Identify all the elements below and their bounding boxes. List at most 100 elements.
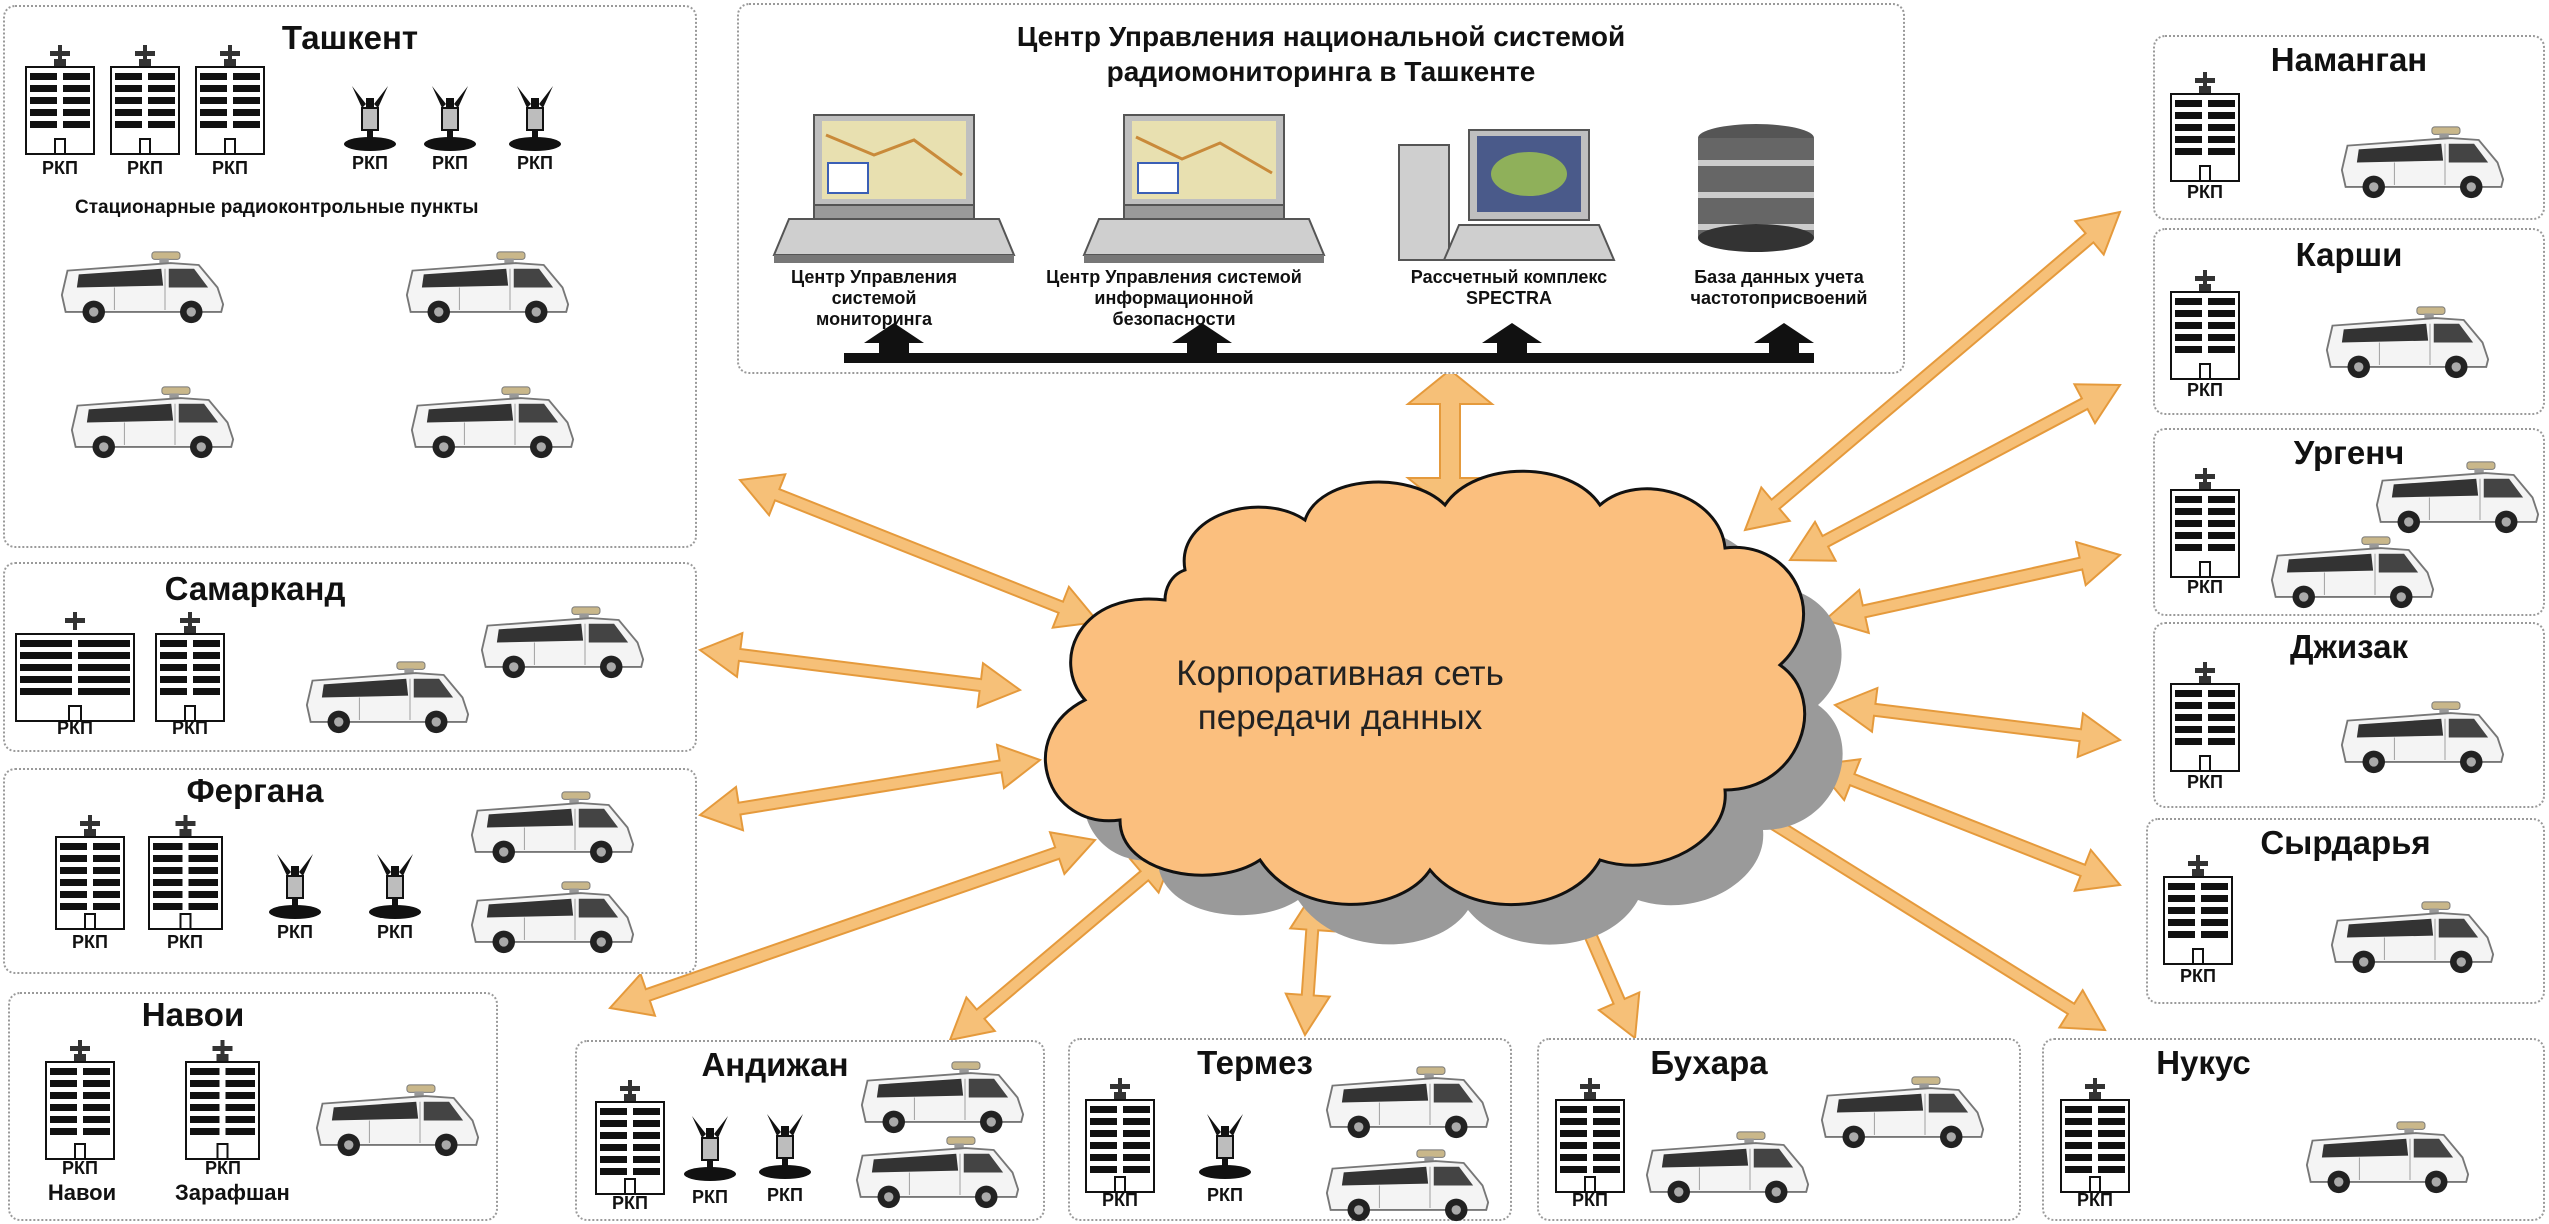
- mobile-van-icon: [400, 250, 575, 325]
- mobile-van-icon: [465, 880, 640, 955]
- mobile-van-icon: [405, 385, 580, 460]
- rkp-label: РКП: [212, 158, 248, 178]
- control-center-title: Центр Управления национальной системой р…: [1016, 21, 1626, 87]
- arrow-karshi-link: [1788, 383, 2122, 562]
- antenna-icon: [340, 82, 400, 152]
- mobile-van-icon: [55, 250, 230, 325]
- antenna-icon: [755, 1110, 815, 1180]
- rkp-label: РКП: [62, 1158, 98, 1178]
- rkp-label: РКП: [377, 922, 413, 942]
- rkp-label: РКП: [2187, 380, 2223, 400]
- rkp-label: РКП: [1102, 1190, 1138, 1210]
- monitoring-center-label: Центр Управления системой мониторинга: [791, 267, 957, 329]
- region-title: Ташкент: [281, 19, 419, 56]
- rkp-label: РКП: [2187, 772, 2223, 792]
- region-title: Сырдарья: [2260, 824, 2431, 861]
- cloud-shape: [1044, 469, 1807, 906]
- data-bus-line: [844, 353, 1814, 363]
- building-icon: [2170, 72, 2240, 182]
- mobile-van-icon: [2325, 900, 2500, 975]
- region-title: Самарканд: [164, 570, 346, 607]
- mobile-van-icon: [2320, 305, 2495, 380]
- mobile-van-icon: [1815, 1075, 1990, 1150]
- database-label: База данных учета частотоприсвоений: [1690, 267, 1868, 308]
- rkp-label: РКП: [42, 158, 78, 178]
- building-icon: [1085, 1078, 1155, 1193]
- rkp-label: РКП: [2187, 182, 2223, 202]
- mobile-van-icon: [2335, 125, 2510, 200]
- arrow-fergana-link: [697, 743, 1043, 832]
- navoi-site-label: Навои: [47, 1180, 117, 1205]
- region-title: Ургенч: [2293, 434, 2405, 471]
- antenna-icon: [265, 850, 325, 920]
- building-icon: [148, 815, 223, 930]
- mobile-van-icon: [2265, 535, 2440, 610]
- control-center-panel: Центр Управления национальной системой р…: [737, 3, 1905, 374]
- building-icon: [155, 612, 225, 722]
- rkp-label: РКП: [1572, 1190, 1608, 1210]
- rkp-label: РКП: [72, 932, 108, 952]
- mobile-van-icon: [1320, 1148, 1495, 1223]
- security-center-label: Центр Управления системой информационной…: [1046, 267, 1302, 329]
- rkp-label: РКП: [127, 158, 163, 178]
- antenna-icon: [420, 82, 480, 152]
- rkp-label: РКП: [2077, 1190, 2113, 1210]
- rkp-label: РКП: [1207, 1185, 1243, 1205]
- rkp-label: РКП: [167, 932, 203, 952]
- building-icon: [55, 815, 125, 930]
- workstation-icon: [772, 114, 1016, 263]
- rkp-label: РКП: [767, 1185, 803, 1205]
- building-icon: [195, 45, 265, 155]
- mobile-van-icon: [300, 660, 475, 735]
- building-icon: [25, 45, 95, 155]
- mobile-van-icon: [1640, 1130, 1815, 1205]
- building-icon: [2170, 270, 2240, 380]
- region-syrdarya: Сырдарья: [2146, 818, 2545, 1004]
- rkp-label: РКП: [612, 1193, 648, 1213]
- rkp-label: РКП: [2187, 577, 2223, 597]
- mobile-van-icon: [2300, 1120, 2475, 1195]
- antenna-icon: [1195, 1110, 1255, 1180]
- rkp-label: РКП: [692, 1187, 728, 1207]
- mobile-van-icon: [850, 1135, 1025, 1210]
- mobile-van-icon: [2370, 460, 2545, 535]
- building-icon: [2060, 1078, 2130, 1193]
- arrow-namangan-link: [1743, 210, 2122, 532]
- building-icon: [2170, 468, 2240, 578]
- antenna-icon: [365, 850, 425, 920]
- region-title: Бухара: [1650, 1044, 1768, 1081]
- database-icon: [1698, 124, 1814, 252]
- arrow-navoi-link: [608, 831, 1097, 1017]
- rkp-label: РКП: [517, 153, 553, 173]
- mobile-van-icon: [855, 1060, 1030, 1135]
- mobile-van-icon: [2335, 700, 2510, 775]
- building-icon: [110, 45, 180, 155]
- mobile-van-icon: [475, 605, 650, 680]
- building-icon: [595, 1080, 665, 1195]
- region-title: Фергана: [186, 772, 324, 809]
- arrow-jizzakh-link: [1832, 686, 2123, 759]
- mobile-van-icon: [310, 1083, 485, 1158]
- region-title: Наманган: [2270, 41, 2428, 78]
- rkp-label: РКП: [432, 153, 468, 173]
- rkp-label: РКП: [352, 153, 388, 173]
- antenna-icon: [505, 82, 565, 152]
- region-title: Термез: [1197, 1044, 1313, 1081]
- building-icon: [2163, 855, 2233, 965]
- region-title: Джизак: [2289, 628, 2409, 665]
- building-icon: [1555, 1078, 1625, 1193]
- rkp-label: РКП: [205, 1158, 241, 1178]
- antenna-icon: [680, 1112, 740, 1182]
- rkp-label: РКП: [2180, 966, 2216, 986]
- region-title: Навои: [141, 996, 245, 1033]
- building-icon: [185, 1040, 260, 1160]
- rkp-label: РКП: [277, 922, 313, 942]
- zarafshan-site-label: Зарафшан: [175, 1180, 290, 1205]
- workstation-icon: [1082, 114, 1326, 263]
- rkp-label: РКП: [57, 718, 93, 738]
- mobile-van-icon: [65, 385, 240, 460]
- building-icon: [2170, 662, 2240, 772]
- region-title: Карши: [2295, 236, 2403, 273]
